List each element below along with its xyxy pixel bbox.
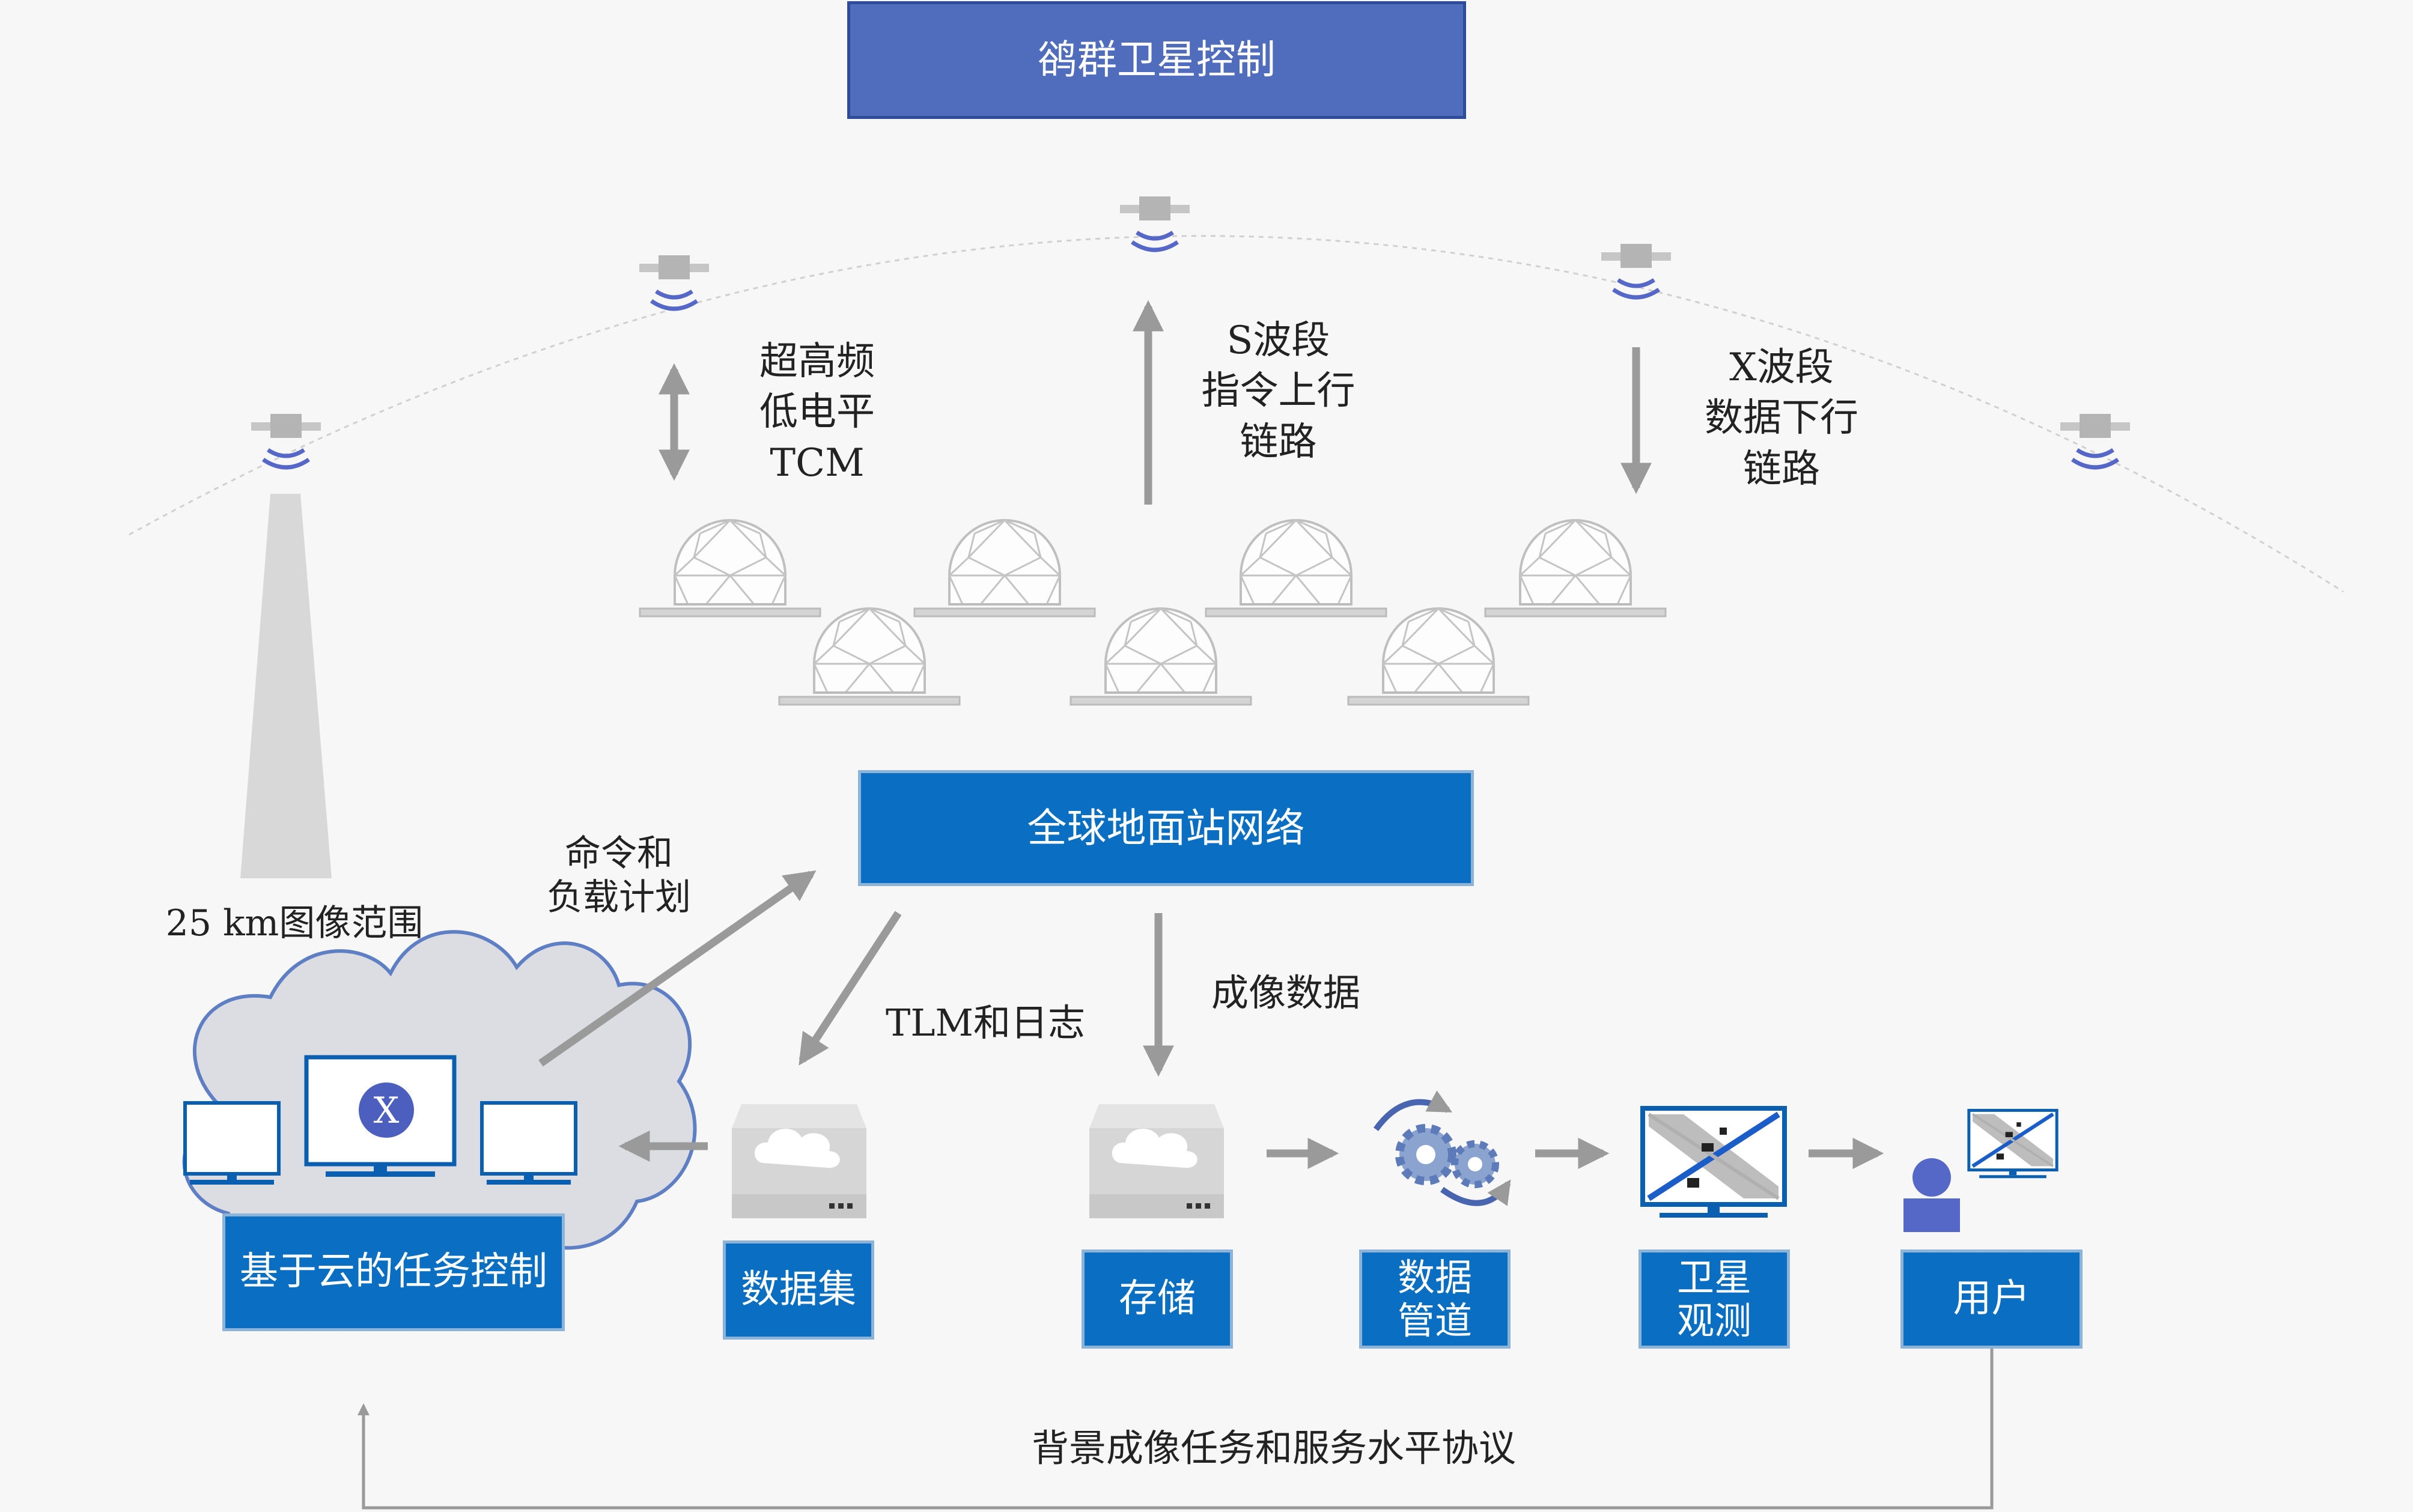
ground-station-icon-1: [639, 519, 821, 618]
ground-network-box: 全球地面站网络: [858, 770, 1474, 886]
monitor-icon-left: [185, 1103, 279, 1185]
s-band-link-label: S波段 指令上行 链路: [1201, 318, 1356, 464]
satellite-icon-5: [2060, 414, 2130, 467]
satellite-observation-box: 卫星 观测: [1639, 1249, 1790, 1349]
image-range-label: 25 km图像范围: [165, 902, 424, 944]
observation-monitor-icon: [1643, 1108, 1785, 1218]
gears-icon: [1373, 1090, 1511, 1206]
satellite-icon-2: [639, 255, 709, 309]
storage-box: 存储: [1082, 1249, 1233, 1349]
dataset-server-icon: [732, 1104, 866, 1218]
title-box: 鹆群卫星控制: [847, 1, 1466, 119]
command-plan-label: 命令和 负载计划: [547, 833, 691, 919]
ground-station-icon-4: [1070, 607, 1252, 706]
command-plan-arrow: [538, 870, 817, 1067]
user-person-icon: [1903, 1158, 1960, 1232]
uhf-link-label: 超高频 低电平 TCM: [759, 339, 875, 485]
ground-station-icon-6: [1347, 607, 1530, 706]
monitor-icon-right: [482, 1103, 576, 1185]
satellite-icon-4: [1601, 244, 1671, 297]
mission-control-box: 基于云的任务控制: [222, 1213, 565, 1331]
sla-label: 背景成像任务和服务水平协议: [1031, 1426, 1516, 1470]
ground-station-icon-2: [778, 607, 961, 706]
ground-station-icon-3: [913, 519, 1096, 618]
satellite-icon-1: [251, 414, 321, 467]
mission-control-badge-label: X: [373, 1090, 400, 1132]
dataset-box: 数据集: [723, 1240, 874, 1340]
data-pipeline-box: 数据 管道: [1359, 1249, 1511, 1349]
user-monitor-icon: [1969, 1110, 2057, 1178]
user-box: 用户: [1900, 1249, 2083, 1349]
storage-server-icon: [1089, 1104, 1224, 1218]
ground-station-icon-5: [1205, 519, 1387, 618]
tlm-arrow: [799, 911, 902, 1066]
x-badge-icon: [359, 1082, 414, 1138]
satellite-icon-3: [1120, 196, 1190, 250]
imaging-beam: [240, 494, 332, 878]
sla-feedback-line: [358, 1341, 1994, 1510]
ground-station-icon-7: [1484, 519, 1667, 618]
tlm-logs-label: TLM和日志: [885, 1001, 1085, 1045]
x-band-link-label: X波段 数据下行 链路: [1705, 345, 1858, 491]
imaging-data-label: 成像数据: [1211, 971, 1360, 1015]
